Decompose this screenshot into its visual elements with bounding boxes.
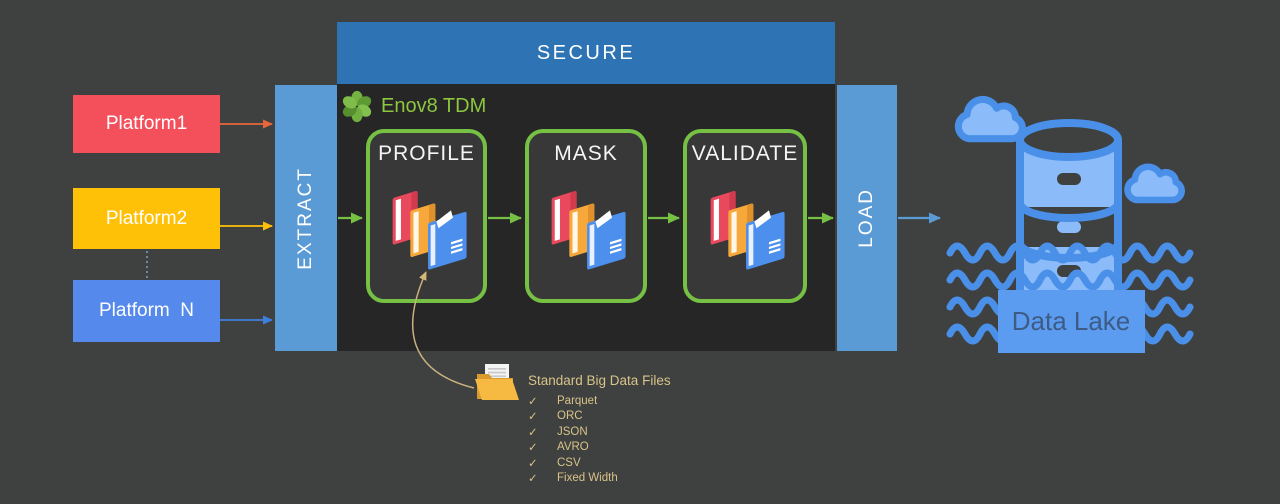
- big-data-files-list: Standard Big Data Files ✓Parquet ✓ORC ✓J…: [528, 373, 671, 486]
- platform-2-box: Platform2: [73, 188, 220, 249]
- brand-label: Enov8 TDM: [381, 95, 487, 117]
- extract-bar: EXTRACT: [275, 85, 337, 351]
- data-lake-illustration: Data Lake: [946, 96, 1194, 353]
- data-lake-label: Data Lake: [1012, 306, 1131, 336]
- open-folder-icon: [475, 364, 519, 400]
- cloud-icon: [954, 96, 1026, 143]
- stage-validate-box: VALIDATE: [683, 129, 807, 303]
- folder-stack-icon: [392, 190, 467, 270]
- data-lake-label-box: [998, 290, 1145, 353]
- stage-validate-label: VALIDATE: [691, 142, 799, 165]
- clover-icon: [342, 90, 372, 123]
- big-data-files-title: Standard Big Data Files: [528, 373, 671, 388]
- file-type-item: ✓Parquet: [528, 394, 598, 408]
- file-type-item: ✓JSON: [528, 425, 588, 439]
- file-type-item: ✓CSV: [528, 456, 581, 470]
- stage-mask-box: MASK: [525, 129, 647, 303]
- stage-mask-label: MASK: [554, 142, 618, 165]
- check-icon: ✓: [528, 442, 538, 455]
- check-icon: ✓: [528, 426, 538, 439]
- file-type-item: ✓ORC: [528, 410, 583, 424]
- load-label: LOAD: [856, 188, 877, 248]
- platform-1-box: Platform1: [73, 95, 220, 153]
- platform-n-box: Platform N: [73, 280, 220, 342]
- load-bar: LOAD: [837, 85, 897, 351]
- platform-2-label: Platform2: [105, 207, 188, 229]
- check-icon: ✓: [528, 395, 538, 408]
- cloud-icon: [1124, 163, 1185, 204]
- platform-n-label: Platform N: [98, 300, 195, 321]
- secure-label: SECURE: [536, 41, 636, 64]
- check-icon: ✓: [528, 411, 538, 424]
- secure-bar: SECURE: [337, 22, 835, 84]
- brand: Enov8 TDM: [342, 90, 486, 123]
- extract-label: EXTRACT: [295, 166, 316, 270]
- stage-profile-label: PROFILE: [378, 142, 475, 165]
- folder-stack-icon: [710, 190, 785, 270]
- platform-1-label: Platform1: [105, 113, 188, 134]
- check-icon: ✓: [528, 473, 538, 486]
- file-type-item: ✓Fixed Width: [528, 472, 618, 486]
- stage-profile-box: PROFILE: [366, 129, 487, 303]
- folder-stack-icon: [551, 190, 626, 270]
- check-icon: ✓: [528, 457, 538, 470]
- file-type-item: ✓AVRO: [528, 441, 589, 455]
